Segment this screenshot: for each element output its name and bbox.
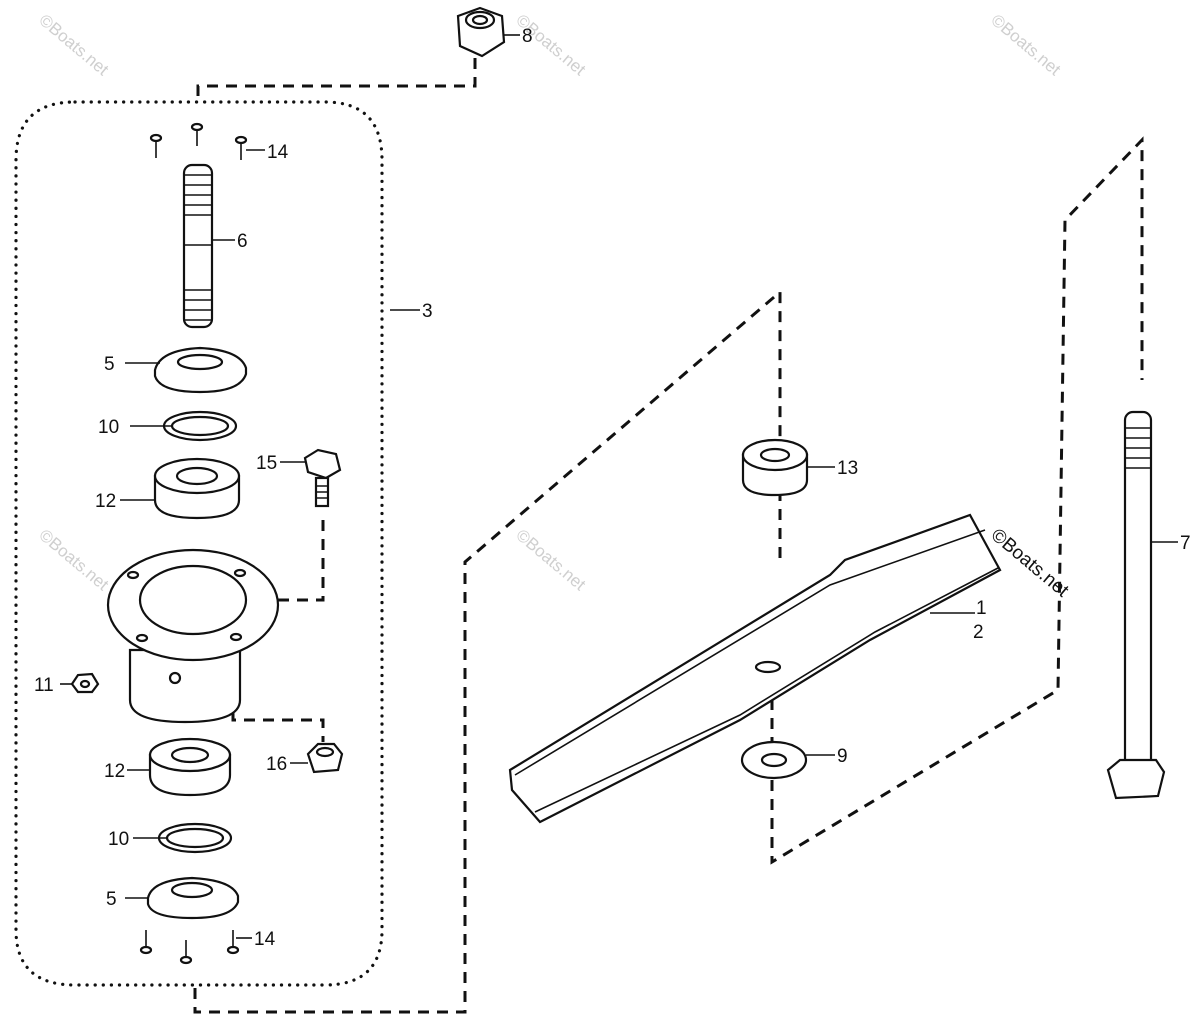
callout-10-bottom: 10	[108, 829, 129, 850]
callout-1: 1	[976, 598, 987, 619]
callout-3: 3	[422, 301, 433, 322]
callouts: 8 14 6 3 5 10 15 12 11 12 16 10 5 14 13 …	[34, 26, 1191, 950]
callout-14-bottom: 14	[254, 929, 276, 950]
callout-12-top: 12	[95, 491, 116, 512]
washer-bottom	[146, 876, 240, 920]
callout-9: 9	[837, 746, 848, 767]
watermark: ©Boats.net	[987, 11, 1064, 80]
washer-top	[153, 346, 248, 394]
spindle-shaft	[182, 163, 214, 329]
blade-washer	[740, 740, 808, 780]
screws-top	[149, 122, 248, 160]
callout-8: 8	[522, 26, 533, 47]
callout-15: 15	[256, 453, 277, 474]
watermark: ©Boats.net	[35, 11, 112, 80]
hex-nut-top	[456, 6, 506, 58]
callout-10-top: 10	[98, 417, 119, 438]
blade-bolt	[1106, 410, 1166, 800]
spacer	[741, 438, 809, 497]
mower-blade	[508, 513, 1002, 824]
callout-5-top: 5	[104, 354, 115, 375]
callout-5-bottom: 5	[106, 889, 117, 910]
watermark: ©Boats.net	[35, 526, 112, 595]
callout-11: 11	[34, 675, 54, 696]
retaining-ring-top	[162, 410, 238, 442]
bearing-top	[153, 457, 241, 520]
callout-7: 7	[1180, 533, 1191, 554]
screws-bottom	[139, 930, 240, 965]
spindle-housing	[106, 548, 280, 724]
hex-nut-small	[306, 742, 344, 774]
callout-12-bottom: 12	[104, 761, 125, 782]
callout-6: 6	[237, 231, 248, 252]
grease-fitting	[70, 672, 100, 694]
retaining-ring-bottom	[157, 822, 233, 854]
callout-16: 16	[266, 754, 287, 775]
bearing-bottom	[148, 737, 232, 797]
assembly-boundary	[14, 100, 384, 987]
bolt-side	[303, 448, 342, 508]
callout-13: 13	[837, 458, 858, 479]
callout-2: 2	[973, 622, 984, 643]
watermark: ©Boats.net	[512, 526, 589, 595]
leader-lines	[60, 34, 1178, 939]
callout-14-top: 14	[267, 142, 289, 163]
